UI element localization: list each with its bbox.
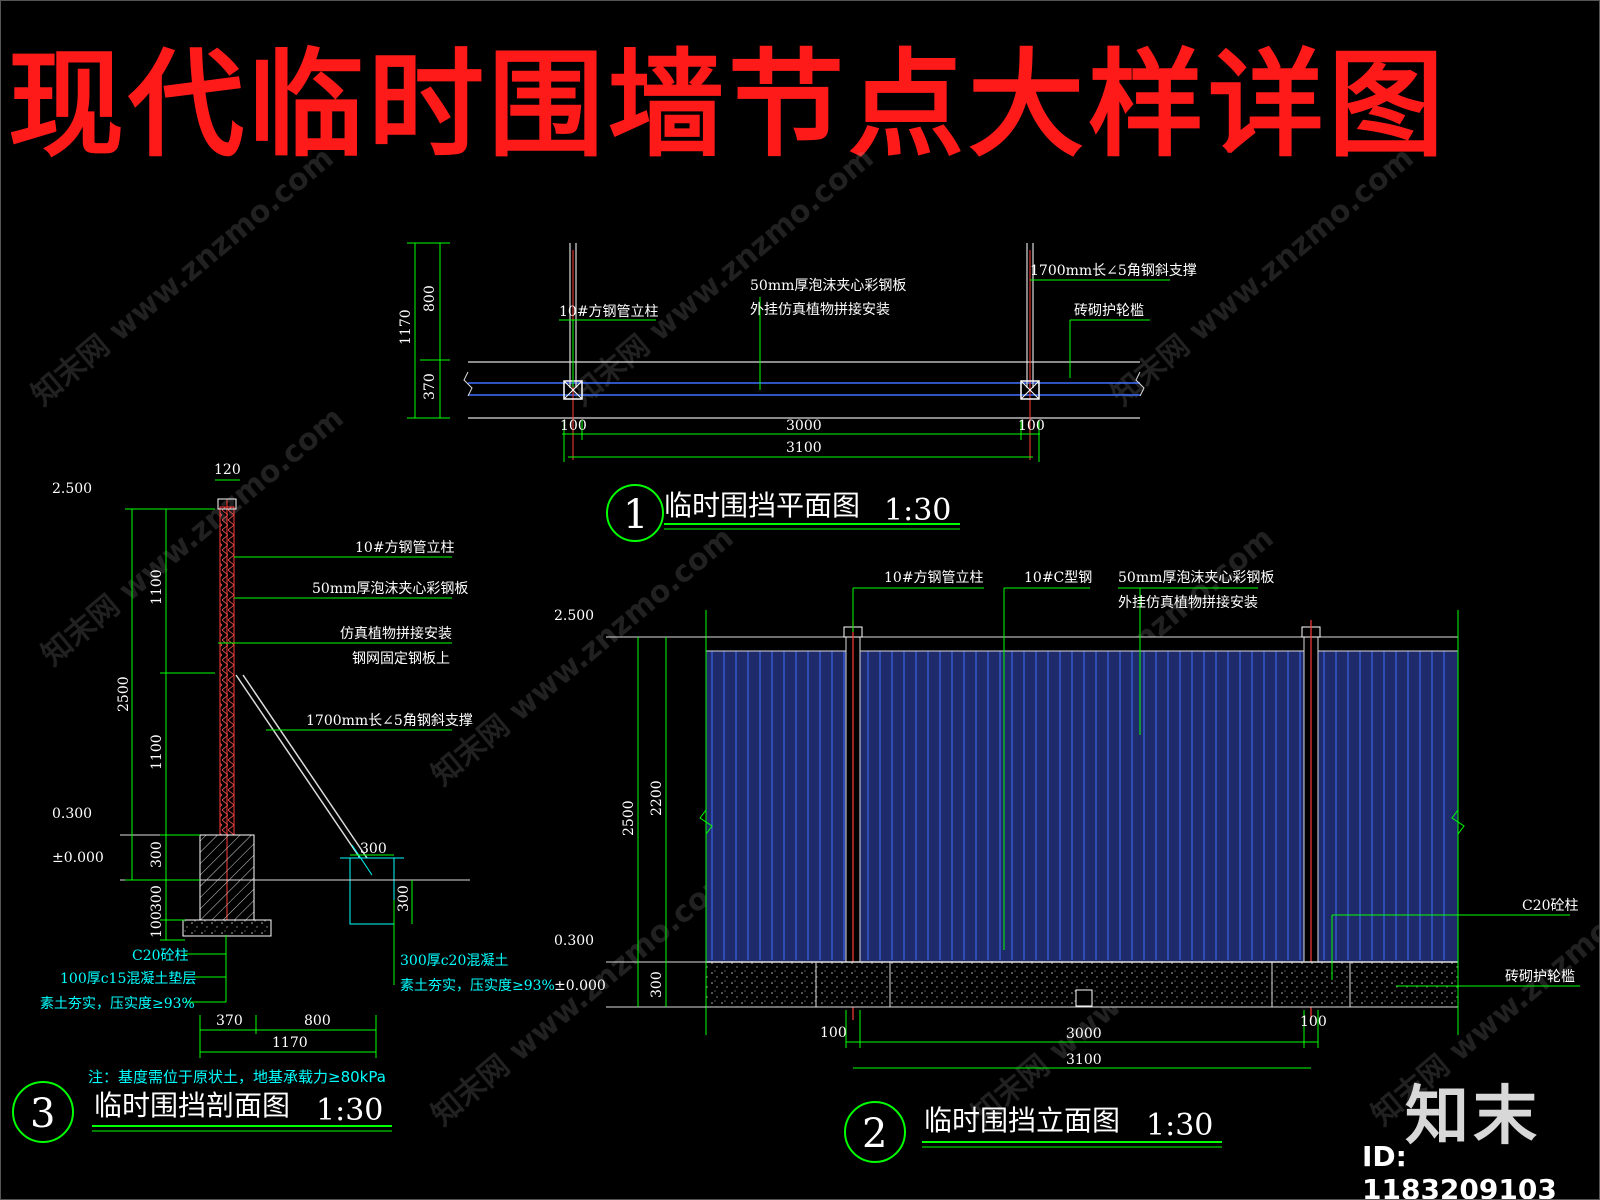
- section-dim-top-width: 120: [214, 462, 241, 478]
- plan-label-brace: 1700mm长∠5角钢斜支撑: [1030, 263, 1197, 279]
- plan-label-panel-2: 外挂仿真植物拼接安装: [750, 301, 890, 318]
- plan-dim-span: 3000: [786, 418, 822, 434]
- plan-view: 1170 800 370 100 3000 100 3100 10#方钢管立柱 …: [398, 242, 1197, 542]
- elevation-label-panel-1: 50mm厚泡沫夹心彩钢板: [1118, 570, 1274, 586]
- elevation-level-ground: ±0.000: [554, 978, 606, 994]
- elevation-dim-post-left: 100: [820, 1025, 847, 1041]
- plan-dim-post-left: 100: [560, 418, 587, 434]
- section-view: 2.500 0.300 ±0.000 2500 1100 1100 300 30…: [12, 462, 555, 1143]
- section-dim-width-right: 800: [304, 1013, 331, 1029]
- section-dim-width-left: 370: [216, 1013, 243, 1029]
- section-label-column: C20砼柱: [132, 948, 189, 964]
- elevation-dim-total: 3100: [1066, 1052, 1102, 1068]
- section-dim-width-total: 1170: [272, 1035, 308, 1051]
- plan-number: 1: [623, 492, 648, 538]
- section-dim-total: 2500: [116, 676, 132, 712]
- elevation-dim-total-height: 2500: [621, 800, 637, 836]
- plan-number-circle: [606, 484, 664, 542]
- section-caption-scale: 1:30: [316, 1093, 383, 1128]
- section-dim-footing-width: 300: [360, 841, 387, 857]
- elevation-label-column: C20砼柱: [1522, 898, 1579, 914]
- section-dim-lower: 1100: [149, 734, 165, 770]
- elevation-dim-post-right: 100: [1300, 1014, 1327, 1030]
- section-dim-footing-height: 300: [396, 885, 412, 912]
- elevation-dim-span: 3000: [1066, 1026, 1102, 1042]
- plan-dim-bottom: 370: [422, 373, 438, 400]
- plan-label-panel-1: 50mm厚泡沫夹心彩钢板: [750, 278, 906, 294]
- elevation-number-circle: [844, 1101, 906, 1163]
- section-dim-cushion: 100: [149, 911, 165, 938]
- elevation-caption-name: 临时围挡立面图: [924, 1104, 1120, 1137]
- section-caption-name: 临时围挡剖面图: [94, 1089, 290, 1122]
- plan-dim-top: 800: [422, 285, 438, 312]
- elevation-label-panel-2: 外挂仿真植物拼接安装: [1118, 594, 1258, 611]
- elevation-top-rail: [705, 636, 1459, 652]
- section-dim-foot: 300: [149, 885, 165, 912]
- elevation-label-channel: 10#C型钢: [1024, 570, 1092, 586]
- section-dim-upper: 1100: [149, 569, 165, 605]
- section-level-top: 2.500: [52, 481, 92, 497]
- elevation-level-top: 2.500: [554, 608, 594, 624]
- section-number-circle: [12, 1081, 74, 1143]
- section-level-mid: 0.300: [52, 806, 92, 822]
- section-label-plant-2: 钢网固定钢板上: [352, 651, 450, 667]
- elevation-caption-scale: 1:30: [1146, 1108, 1213, 1143]
- brand-logo: 知末: [1405, 1080, 1541, 1154]
- panel-fill: [706, 651, 1458, 962]
- plan-caption-name: 临时围挡平面图: [664, 489, 860, 522]
- section-plinth: [199, 834, 255, 921]
- brand-id: ID: 1183209103: [1362, 1140, 1557, 1200]
- plan-label-curb: 砖砌护轮槛: [1074, 303, 1144, 319]
- section-label-brace: 1700mm长∠5角钢斜支撑: [306, 713, 473, 729]
- elevation-label-post: 10#方钢管立柱: [884, 570, 984, 586]
- sheet-title: 现代临时围墙节点大样详图: [8, 38, 1448, 173]
- section-label-post: 10#方钢管立柱: [355, 540, 455, 556]
- plan-caption-scale: 1:30: [884, 493, 951, 528]
- elevation-dim-base-height: 300: [649, 971, 665, 998]
- section-level-ground: ±0.000: [52, 850, 104, 866]
- elevation-panel-stripes: [706, 651, 1458, 962]
- section-brace-footing: [349, 857, 395, 925]
- elevation-label-curb: 砖砌护轮槛: [1505, 969, 1575, 985]
- elevation-level-mid: 0.300: [554, 933, 594, 949]
- section-number: 3: [30, 1091, 55, 1137]
- plan-dim-post-right: 100: [1018, 418, 1045, 434]
- elevation-view: 2.500 0.300 ±0.000 2500 2200 300 100 300…: [554, 570, 1580, 1163]
- elevation-dim-panel-height: 2200: [649, 780, 665, 816]
- section-label-soil: 素土夯实，压实度≥93%: [40, 996, 195, 1012]
- elevation-number: 2: [862, 1111, 887, 1157]
- plan-dim-total-height: 1170: [398, 309, 414, 345]
- section-label-cushion: 100厚c15混凝土垫层: [60, 971, 196, 987]
- section-cushion: [182, 919, 272, 937]
- section-label-plant-1: 仿真植物拼接安装: [340, 625, 452, 642]
- section-label-footing: 300厚c20混凝土: [400, 953, 508, 969]
- section-dim-plinth: 300: [149, 841, 165, 868]
- plan-label-post: 10#方钢管立柱: [559, 304, 659, 320]
- section-label-panel: 50mm厚泡沫夹心彩钢板: [312, 581, 468, 597]
- plan-dim-total: 3100: [786, 440, 822, 456]
- plan-post-right: [1020, 380, 1040, 400]
- section-note: 注：基度需位于原状土，地基承载力≥80kPa: [88, 1068, 386, 1086]
- section-label-footing-soil: 素土夯实，压实度≥93%: [400, 978, 555, 994]
